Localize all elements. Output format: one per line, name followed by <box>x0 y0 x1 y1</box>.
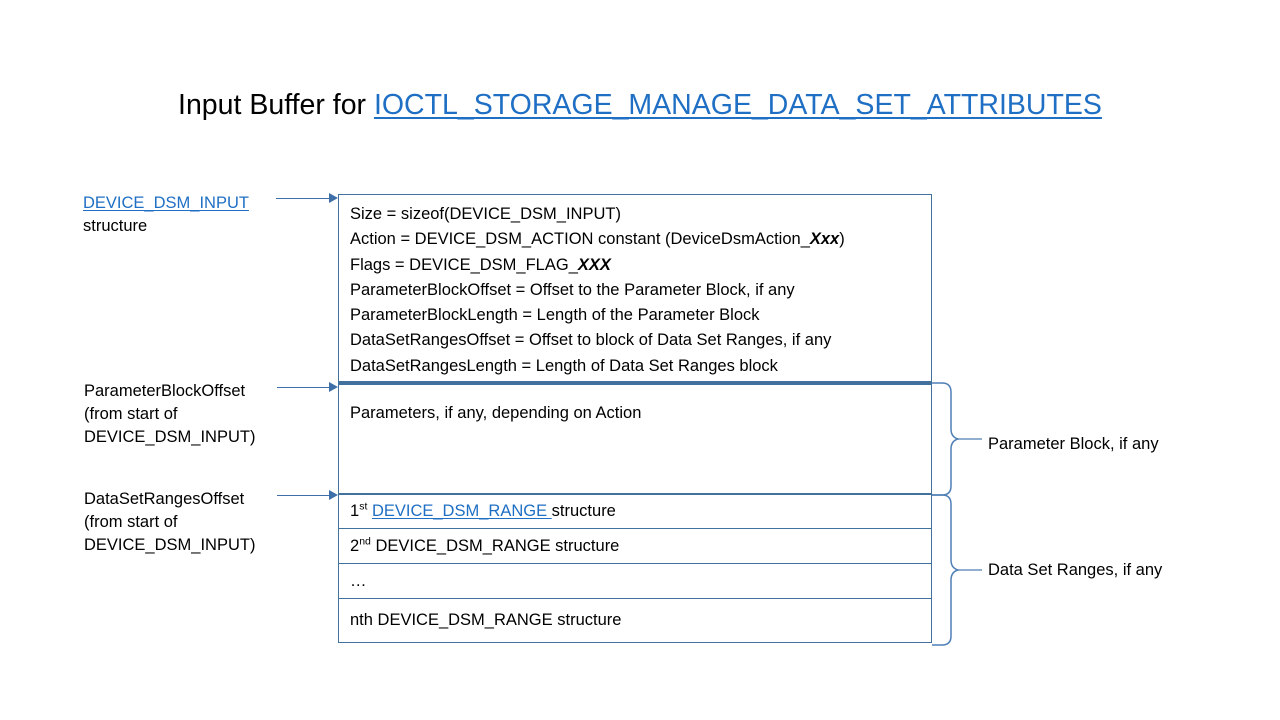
range-row-3-text: … <box>350 570 367 593</box>
brace-data-set-ranges <box>932 494 982 646</box>
header-field-action-variable: Xxx <box>809 230 840 249</box>
range-row-2-ordinal: 2 <box>350 537 360 555</box>
header-field-flags: Flags = DEVICE_DSM_FLAG_XXX <box>350 253 845 278</box>
label-data-set-ranges-offset-line1: DataSetRangesOffset <box>84 490 245 508</box>
arrow-head <box>329 382 338 392</box>
data-set-ranges-box: 1st DEVICE_DSM_RANGE structure 2nd DEVIC… <box>338 494 932 643</box>
table-row: … <box>339 564 931 599</box>
label-device-dsm-input: DEVICE_DSM_INPUT structure <box>83 192 249 238</box>
header-field-size: Size = sizeof(DEVICE_DSM_INPUT) <box>350 202 845 227</box>
label-data-set-ranges-offset: DataSetRangesOffset (from start of DEVIC… <box>84 488 255 557</box>
parameter-block-text: Parameters, if any, depending on Action <box>350 404 642 422</box>
header-field-action-text: Action = DEVICE_DSM_ACTION constant (Dev… <box>350 230 810 249</box>
range-row-4-ordinal: nth <box>350 611 373 629</box>
label-parameter-block-offset: ParameterBlockOffset (from start of DEVI… <box>84 380 255 449</box>
range-row-2-struct: DEVICE_DSM_RANGE <box>370 537 556 555</box>
arrow-head <box>329 490 338 500</box>
brace-parameter-block <box>932 382 982 496</box>
header-field-datasetrangesoffset: DataSetRangesOffset = Offset to block of… <box>350 328 845 353</box>
label-parameter-block-offset-line1: ParameterBlockOffset <box>84 382 246 400</box>
arrow-to-parameter-box <box>277 382 338 393</box>
range-row-2-tail: structure <box>555 537 620 555</box>
table-row: 1st DEVICE_DSM_RANGE structure <box>339 495 931 529</box>
label-parameter-block-offset-line2: (from start of <box>84 405 178 423</box>
device-dsm-input-header-box: Size = sizeof(DEVICE_DSM_INPUT) Action =… <box>338 194 932 382</box>
header-field-parameterblockoffset-text: ParameterBlockOffset = Offset to the Par… <box>350 280 795 299</box>
label-data-set-ranges-offset-line3: DEVICE_DSM_INPUT) <box>84 536 256 554</box>
title-link-ioctl[interactable]: IOCTL_STORAGE_MANAGE_DATA_SET_ATTRIBUTES <box>373 89 1102 121</box>
arrow-shaft <box>277 387 329 389</box>
label-data-set-ranges-offset-line2: (from start of <box>84 513 178 531</box>
range-row-4-struct: DEVICE_DSM_RANGE <box>372 611 558 629</box>
table-row: nth DEVICE_DSM_RANGE structure <box>339 599 931 642</box>
label-data-set-ranges: Data Set Ranges, if any <box>988 561 1163 579</box>
range-row-1-tail: structure <box>551 502 616 520</box>
header-field-parameterblocklength: ParameterBlockLength = Length of the Par… <box>350 303 845 328</box>
range-row-4-tail: structure <box>557 611 622 629</box>
header-field-flags-variable: XXX <box>577 255 611 274</box>
title-prefix: Input Buffer for <box>178 89 374 121</box>
arrow-head <box>329 193 338 203</box>
arrow-to-ranges-box <box>277 490 338 501</box>
table-row: 2nd DEVICE_DSM_RANGE structure <box>339 529 931 564</box>
range-row-2-sup: nd <box>359 535 371 548</box>
parameter-block-box: Parameters, if any, depending on Action <box>338 382 932 494</box>
header-field-action: Action = DEVICE_DSM_ACTION constant (Dev… <box>350 227 845 252</box>
label-parameter-block: Parameter Block, if any <box>988 435 1159 453</box>
header-field-size-text: Size = sizeof(DEVICE_DSM_INPUT) <box>350 205 621 223</box>
header-field-datasetrangesoffset-text: DataSetRangesOffset = Offset to block of… <box>350 331 832 350</box>
label-parameter-block-offset-line3: DEVICE_DSM_INPUT) <box>84 428 256 446</box>
arrow-to-header-box <box>276 193 338 204</box>
arrow-shaft <box>277 495 329 497</box>
link-device-dsm-input[interactable]: DEVICE_DSM_INPUT <box>83 194 249 212</box>
arrow-shaft <box>276 198 329 200</box>
range-row-2-text: 2nd DEVICE_DSM_RANGE structure <box>350 535 619 558</box>
range-row-1-ordinal: 1 <box>350 502 360 520</box>
header-field-flags-text: Flags = DEVICE_DSM_FLAG_ <box>350 255 578 274</box>
header-field-datasetrangeslength: DataSetRangesLength = Length of Data Set… <box>350 354 845 379</box>
header-field-datasetrangeslength-text: DataSetRangesLength = Length of Data Set… <box>350 356 778 375</box>
range-row-4-text: nth DEVICE_DSM_RANGE structure <box>350 609 621 632</box>
range-row-1-text: 1st DEVICE_DSM_RANGE structure <box>350 500 616 523</box>
header-field-action-suffix: ) <box>839 230 845 249</box>
range-row-1-sup: st <box>359 500 368 513</box>
header-field-parameterblockoffset: ParameterBlockOffset = Offset to the Par… <box>350 278 845 303</box>
header-field-list: Size = sizeof(DEVICE_DSM_INPUT) Action =… <box>350 202 845 379</box>
link-device-dsm-range[interactable]: DEVICE_DSM_RANGE <box>371 502 552 520</box>
range-row-3-ellipsis: … <box>350 572 367 590</box>
label-device-dsm-input-line2: structure <box>83 217 148 235</box>
page-title: Input Buffer for IOCTL_STORAGE_MANAGE_DA… <box>0 88 1280 122</box>
header-field-parameterblocklength-text: ParameterBlockLength = Length of the Par… <box>350 306 760 325</box>
